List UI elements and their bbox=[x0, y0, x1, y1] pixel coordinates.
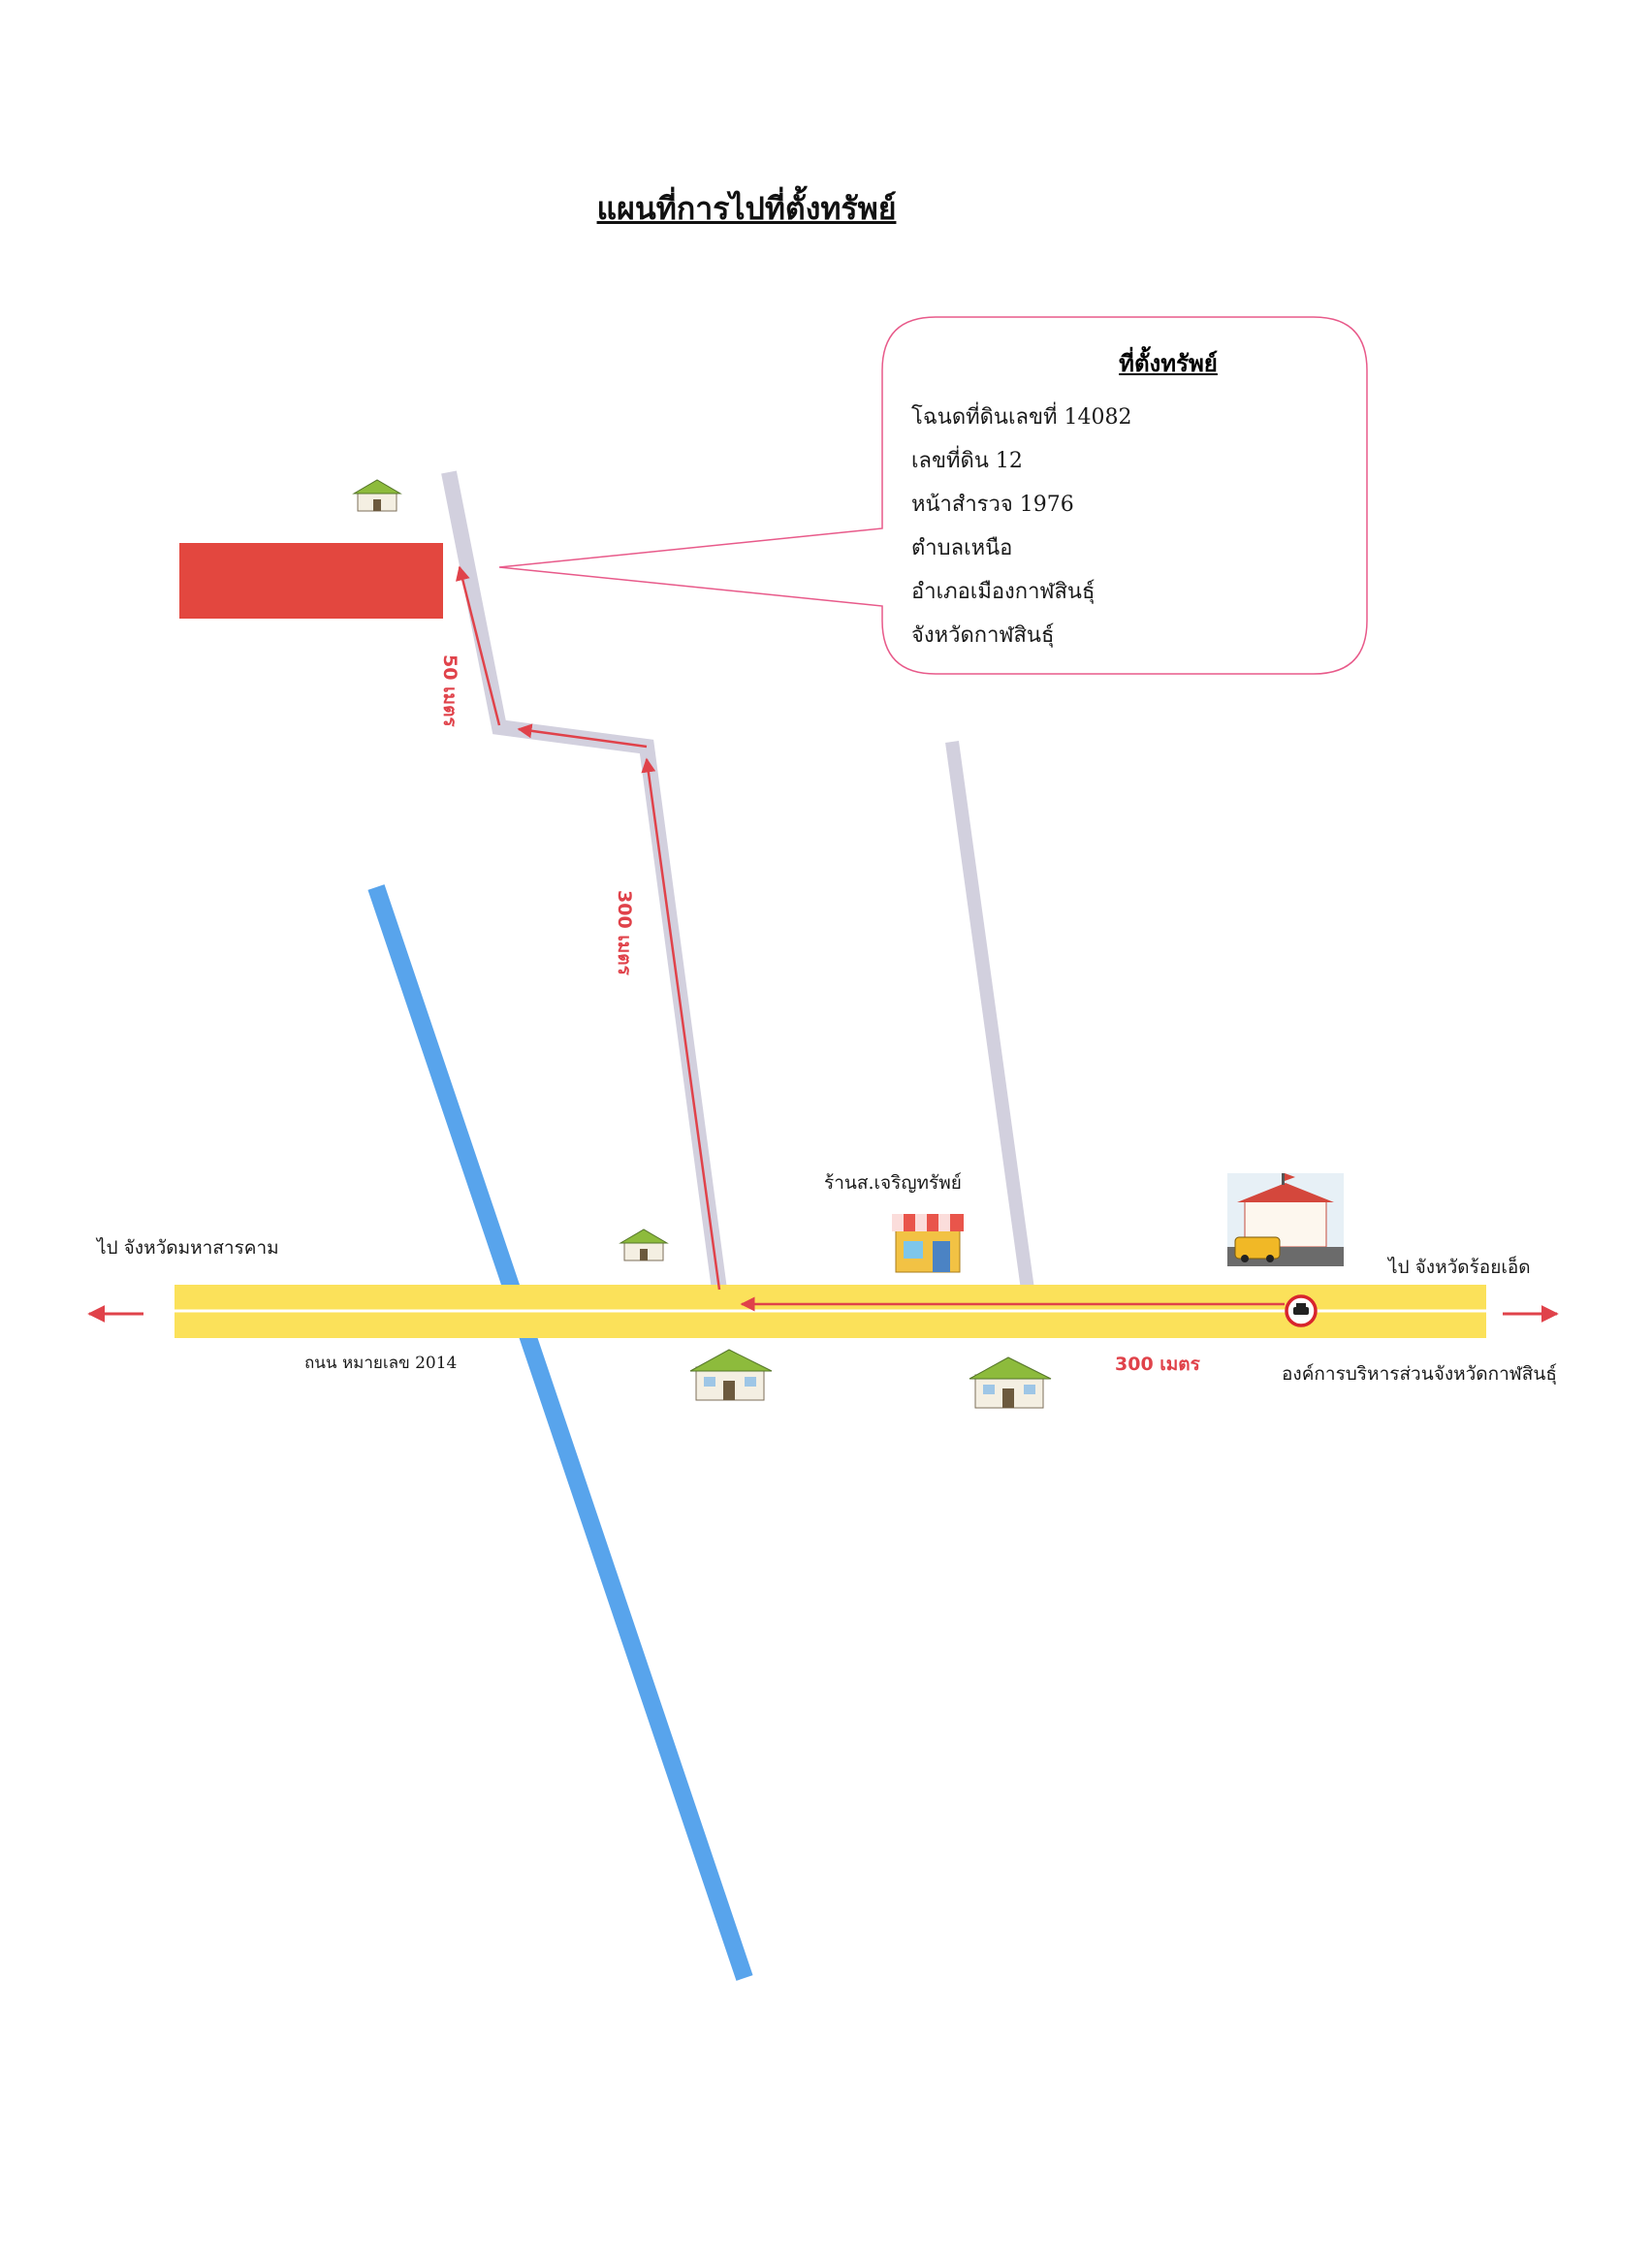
to-east-label: ไป จังหวัดร้อยเอ็ด bbox=[1388, 1257, 1531, 1278]
shop-icon bbox=[892, 1214, 964, 1273]
subdistrict: ตำบลเหนือ bbox=[911, 536, 1013, 560]
page-title: แผนที่การไปที่ตั้งทรัพย์ bbox=[596, 190, 897, 227]
river bbox=[367, 884, 753, 1981]
district: อำเภอเมืองกาฬสินธุ์ bbox=[911, 580, 1096, 604]
route-cross bbox=[517, 723, 648, 749]
house-icon bbox=[969, 1356, 1052, 1409]
property-parcel bbox=[179, 543, 443, 619]
to-west-label: ไป จังหวัดมหาสารคาม bbox=[97, 1237, 279, 1259]
route-side-road bbox=[641, 757, 721, 1291]
survey-page: หน้าสำรวจ 1976 bbox=[911, 493, 1074, 517]
road-name-label: ถนน หมายเลข 2014 bbox=[304, 1354, 458, 1373]
side-road-to-property bbox=[441, 470, 727, 1292]
office-building-icon bbox=[1227, 1173, 1344, 1266]
house-icon bbox=[619, 1228, 669, 1261]
house-icon bbox=[352, 479, 402, 512]
car-start-icon bbox=[1285, 1294, 1318, 1327]
route-last-leg bbox=[456, 565, 501, 726]
side-road-right bbox=[945, 741, 1034, 1291]
deed-number: โฉนดที่ดินเลขที่ 14082 bbox=[911, 405, 1132, 430]
location-heading: ที่ตั้งทรัพย์ bbox=[1119, 349, 1218, 377]
location-callout bbox=[498, 316, 1368, 675]
land-number: เลขที่ดิน 12 bbox=[911, 449, 1023, 473]
office-label: องค์การบริหารส่วนจังหวัดกาฬสินธุ์ bbox=[1282, 1363, 1557, 1385]
house-icon bbox=[689, 1349, 773, 1401]
shop-label: ร้านส.เจริญทรัพย์ bbox=[824, 1172, 962, 1194]
distance-label-main-road: 300 เมตร bbox=[1115, 1354, 1200, 1375]
location-details: ที่ตั้งทรัพย์ โฉนดที่ดินเลขที่ 14082 เลข… bbox=[911, 344, 1318, 657]
distance-label-last-leg: 50 เมตร bbox=[439, 654, 461, 727]
distance-label-side-road: 300 เมตร bbox=[614, 890, 635, 976]
province: จังหวัดกาฬสินธุ์ bbox=[911, 623, 1055, 648]
